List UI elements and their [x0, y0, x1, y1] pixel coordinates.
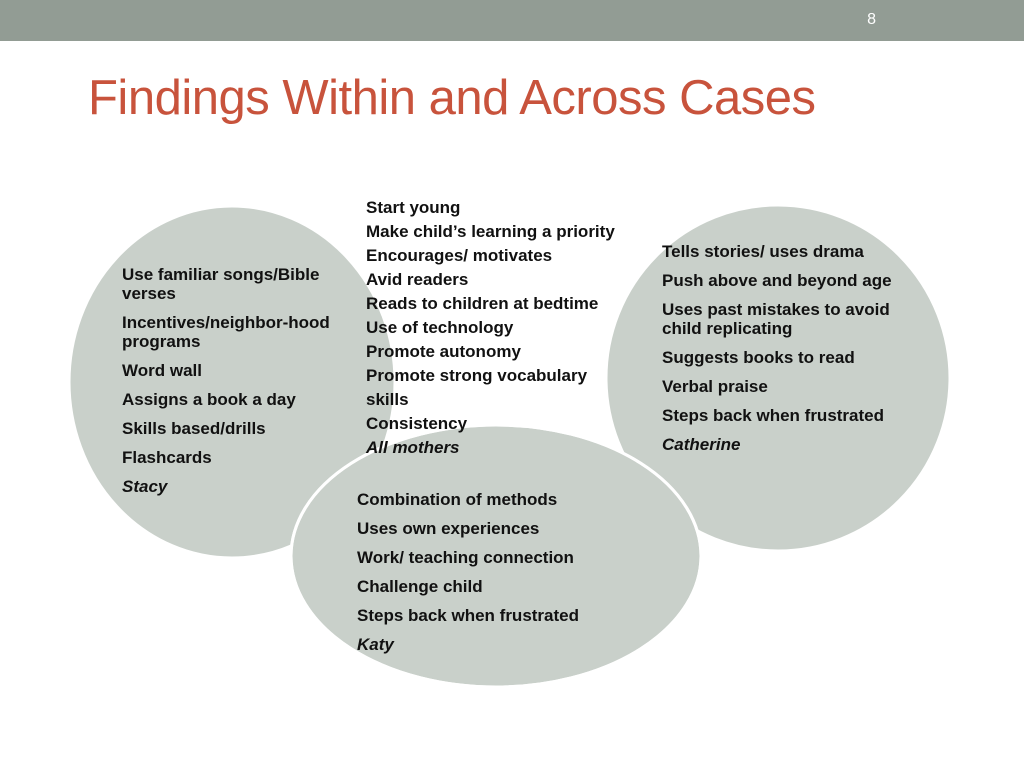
list-item: Steps back when frustrated [662, 406, 885, 425]
list-item: Flashcards [122, 448, 212, 467]
list-item: Promote strong vocabulary skills [366, 366, 588, 409]
case-name-stacy: Stacy [122, 477, 168, 496]
list-item: Reads to children at bedtime [366, 294, 599, 313]
katy-list: Combination of methods Uses own experien… [357, 490, 647, 664]
list-item: Make child’s learning a priority [366, 222, 615, 241]
list-item: Incentives/neighbor-hood programs [122, 313, 330, 351]
top-bar: 8 [0, 0, 1024, 41]
all-mothers-list: Start young Make child’s learning a prio… [366, 196, 666, 460]
list-item: Consistency [366, 414, 468, 433]
list-item: Uses past mistakes to avoid child replic… [662, 300, 890, 338]
list-item: Start young [366, 198, 461, 217]
circle-katy-outline-overlap [289, 423, 703, 689]
list-item: Steps back when frustrated [357, 606, 580, 625]
case-name-catherine: Catherine [662, 435, 741, 454]
list-item: Avid readers [366, 270, 469, 289]
list-item: Push above and beyond age [662, 271, 892, 290]
list-item: Suggests books to read [662, 348, 855, 367]
slide-title: Findings Within and Across Cases [88, 71, 816, 125]
list-item: Tells stories/ uses drama [662, 242, 864, 261]
list-item: Word wall [122, 361, 202, 380]
list-item: Verbal praise [662, 377, 768, 396]
case-name-katy: Katy [357, 635, 394, 654]
circle-stacy [67, 204, 397, 560]
list-item: Promote autonomy [366, 342, 521, 361]
case-name-all-mothers: All mothers [366, 438, 460, 457]
list-item: Skills based/drills [122, 419, 266, 438]
list-item: Assigns a book a day [122, 390, 296, 409]
circle-catherine [604, 203, 952, 553]
list-item: Use familiar songs/Bible verses [122, 265, 320, 303]
list-item: Challenge child [357, 577, 483, 596]
catherine-list: Tells stories/ uses drama Push above and… [662, 242, 907, 464]
slide-number: 8 [867, 11, 876, 28]
list-item: Work/ teaching connection [357, 548, 574, 567]
list-item: Uses own experiences [357, 519, 540, 538]
list-item: Encourages/ motivates [366, 246, 553, 265]
list-item: Combination of methods [357, 490, 558, 509]
stacy-list: Use familiar songs/Bible verses Incentiv… [122, 265, 337, 506]
list-item: Use of technology [366, 318, 514, 337]
